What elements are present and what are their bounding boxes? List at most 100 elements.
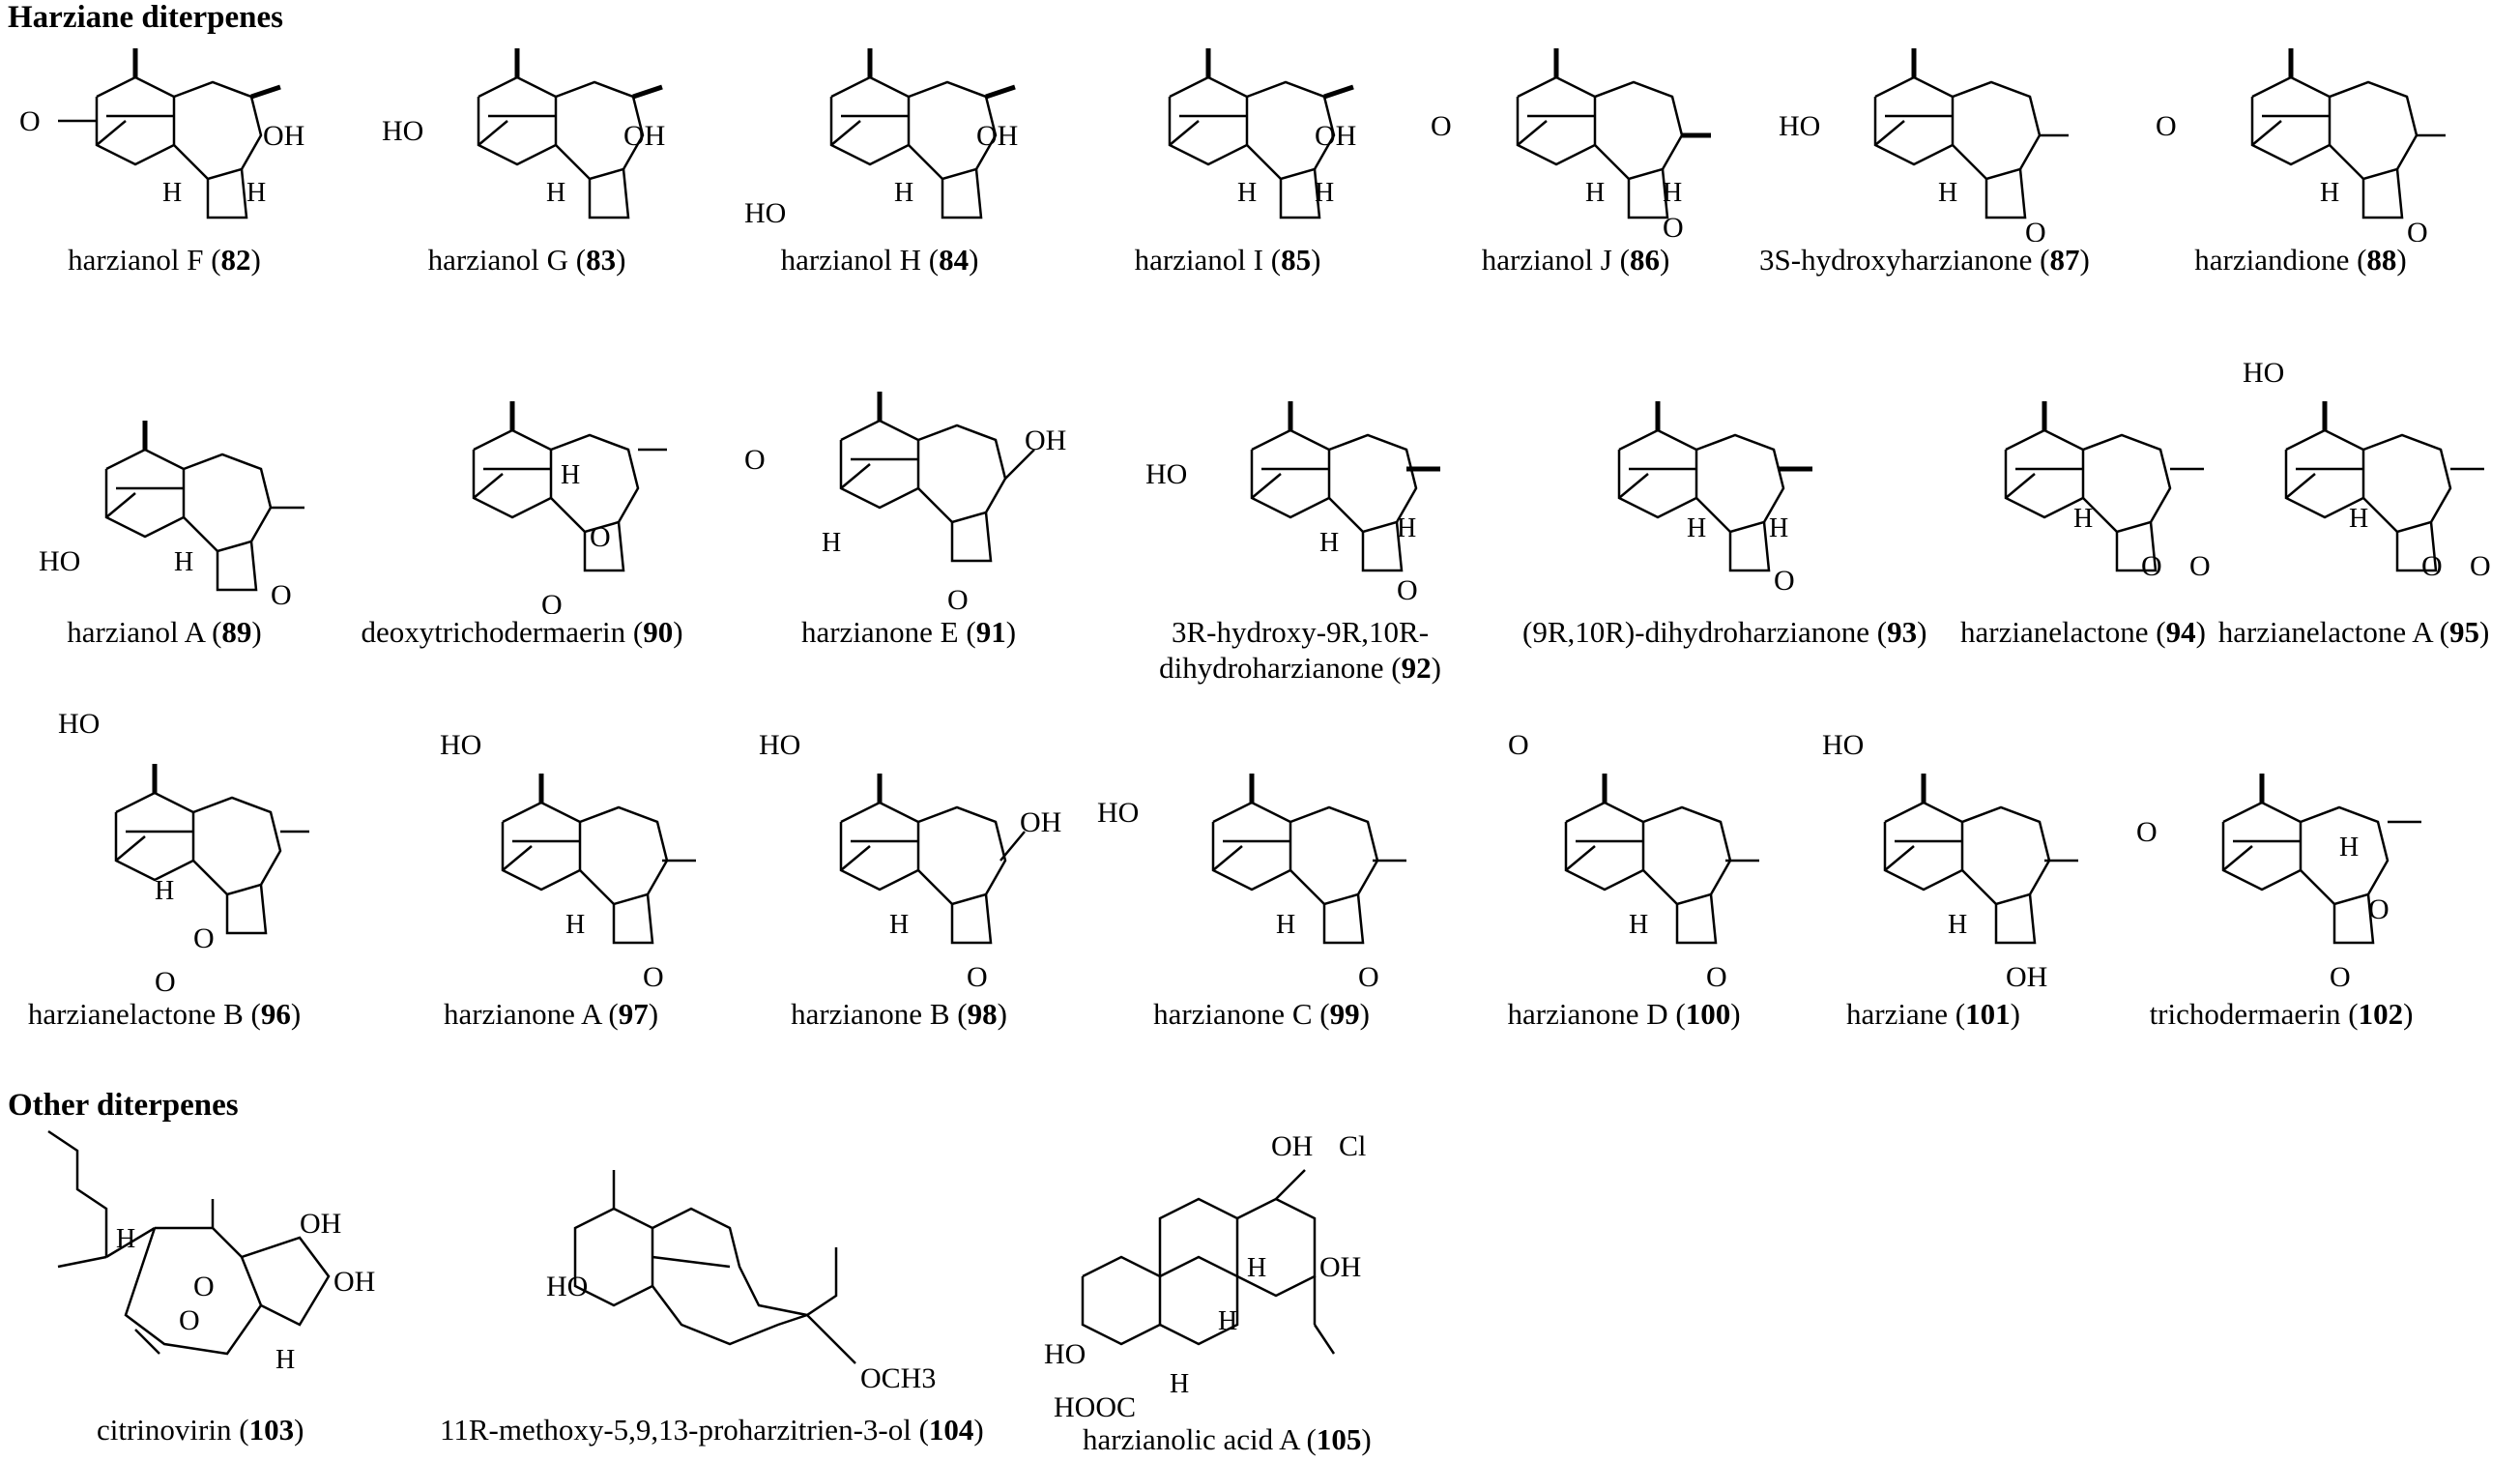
atom-o: O — [155, 966, 176, 996]
atom-o: O — [967, 961, 988, 993]
compound-102: O O O H trichodermaerin (102) — [2117, 725, 2446, 1032]
atom-ho: HO — [58, 708, 100, 740]
atom-och3: OCH3 — [860, 1362, 936, 1394]
compound-88: O O H harziandione (88) — [2136, 39, 2465, 278]
atom-ho: HO — [440, 729, 481, 761]
compound-label: harziandione (88) — [2194, 243, 2407, 277]
compound-98: HO OH O H harzianone B (98) — [735, 725, 1063, 1032]
atom-o: O — [2470, 550, 2491, 582]
compound-label: deoxytrichodermaerin (90) — [361, 615, 683, 649]
compound-label: harzianolic acid A (105) — [1083, 1422, 1372, 1456]
compound-87: HO O H 3S-hydroxyharzianone (87) — [1759, 39, 2090, 278]
compound-86: O O H H harzianol J (86) — [1411, 39, 1740, 278]
atom-h: H — [1237, 178, 1257, 208]
atom-h: H — [162, 178, 182, 208]
other-section-title: Other diterpenes — [8, 1088, 239, 1123]
atom-h: H — [1397, 513, 1416, 543]
compound-84: HO OH H harzianol H (84) — [715, 39, 1044, 278]
structure-88: O O H — [2156, 48, 2446, 242]
compound-96: HO O O H harzianelactone B (96) — [0, 706, 329, 1032]
compound-label: harzianol F (82) — [68, 243, 261, 277]
atom-h: H — [561, 460, 580, 490]
structure-102: O O O H — [2136, 774, 2421, 993]
structure-91: O OH O H — [744, 392, 1066, 614]
atom-h: H — [1315, 178, 1334, 208]
structure-99: HO O H — [1097, 774, 1406, 993]
atom-h: H — [889, 910, 909, 940]
atom-oh: OH — [623, 120, 665, 152]
atom-o: O — [19, 105, 41, 137]
compound-label: 3R-hydroxy-9R,10R-dihydroharzianone (92) — [1159, 615, 1441, 685]
atom-oh: OH — [1319, 1251, 1361, 1283]
atom-o: O — [1706, 961, 1727, 993]
compound-label: trichodermaerin (102) — [2149, 997, 2414, 1031]
atom-o: O — [744, 444, 766, 476]
atom-o: O — [2136, 816, 2158, 848]
structure-103: O O OH OH H H — [47, 1129, 375, 1375]
atom-o: O — [2189, 550, 2211, 582]
compound-label: harzianol G (83) — [427, 243, 626, 277]
atom-o: O — [1774, 565, 1795, 597]
atom-h: H — [1948, 910, 1967, 940]
compound-label: (9R,10R)-dihydroharzianone (93) — [1522, 615, 1927, 649]
compound-94: O O H harzianelactone (94) — [1919, 372, 2247, 650]
atom-h: H — [275, 1345, 295, 1375]
compound-label: harzianol A (89) — [67, 615, 262, 649]
atom-o: O — [271, 579, 292, 611]
atom-h: H — [1687, 513, 1706, 543]
compound-93: O H H (9R,10R)-dihydroharzianone (93) — [1522, 372, 1927, 650]
compound-label: 3S-hydroxyharzianone (87) — [1759, 243, 2090, 277]
harziane-section-title: Harziane diterpenes — [8, 0, 284, 35]
compound-label: harzianelactone (94) — [1960, 615, 2206, 649]
atom-h: H — [1319, 528, 1339, 558]
atom-h: H — [1170, 1369, 1189, 1399]
compound-label: citrinovirin (103) — [97, 1413, 304, 1447]
atom-o: O — [2141, 550, 2162, 582]
structure-89: HO O H — [39, 421, 304, 611]
atom-h: H — [174, 547, 193, 577]
compound-label: harzianelactone B (96) — [27, 997, 302, 1031]
atom-ho: HO — [744, 197, 786, 229]
atom-h: H — [2349, 504, 2368, 534]
structure-90: O O H — [472, 401, 667, 614]
structure-100: O O H — [1508, 729, 1759, 993]
structure-86: O O H H — [1431, 48, 1711, 242]
atom-h: H — [822, 528, 841, 558]
compound-label: harzianone A (97) — [443, 997, 659, 1031]
atom-o: O — [1358, 961, 1379, 993]
structure-85: OH H H — [1168, 48, 1356, 219]
atom-o: O — [2156, 110, 2177, 142]
structure-97: HO O H — [440, 729, 696, 993]
compound-91: O OH O H harzianone E (91) — [744, 372, 1073, 650]
atom-ho: HO — [546, 1271, 588, 1302]
atom-ho: HO — [1044, 1338, 1086, 1370]
atom-o: O — [2025, 217, 2046, 242]
structure-82: O OH H H — [19, 48, 304, 219]
atom-h: H — [116, 1224, 135, 1254]
atom-oh: OH — [1315, 120, 1356, 152]
structure-98: HO OH O H — [759, 729, 1061, 993]
atom-o: O — [947, 584, 969, 614]
structure-94: O O H — [2004, 401, 2211, 582]
compound-105: OH Cl OH HO HOOC H H H harzianolic acid … — [1044, 1122, 1411, 1457]
atom-ho: HO — [759, 729, 800, 761]
atom-h: H — [2073, 504, 2093, 534]
compound-100: O O H harzianone D (100) — [1460, 725, 1788, 1032]
atom-h: H — [246, 178, 266, 208]
structure-92: HO O H H — [1145, 401, 1440, 606]
compound-label: harzianol H (84) — [780, 243, 979, 277]
structure-104: HO OCH3 — [546, 1170, 936, 1394]
compound-label: 11R-methoxy-5,9,13-proharzitrien-3-ol (1… — [440, 1413, 984, 1447]
compound-103: O O OH OH H H citrinovirin (103) — [19, 1122, 406, 1447]
atom-oh: OH — [976, 120, 1018, 152]
atom-oh: OH — [2006, 961, 2047, 993]
structure-95: HO O O H — [2243, 357, 2491, 582]
atom-ho: HO — [39, 545, 80, 577]
atom-ho: HO — [1822, 729, 1864, 761]
atom-h: H — [1247, 1253, 1266, 1283]
atom-oh: OH — [263, 120, 304, 152]
atom-h: H — [894, 178, 913, 208]
atom-hooc: HOOC — [1054, 1391, 1136, 1421]
atom-o: O — [179, 1304, 200, 1336]
atom-h: H — [1629, 910, 1648, 940]
